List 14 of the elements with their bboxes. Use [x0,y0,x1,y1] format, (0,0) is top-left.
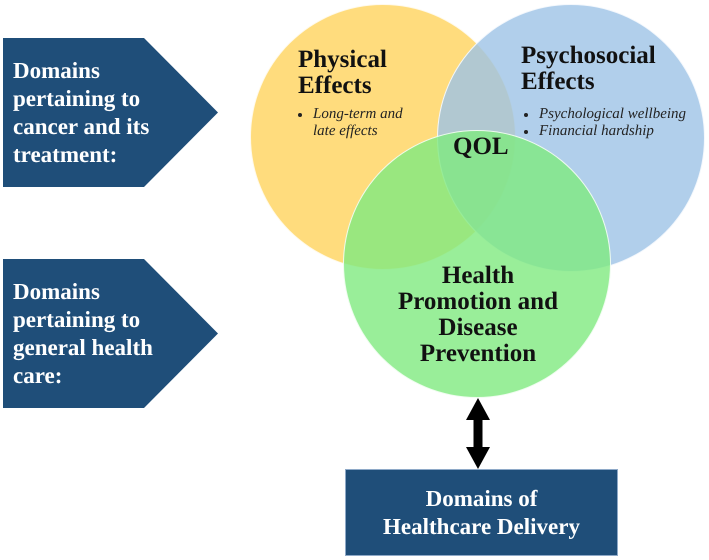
double-arrow [466,398,490,469]
overlap-label: QOL [453,134,509,160]
banner-text: Domains pertaining to cancer and its treatment: [13,56,150,168]
bullet-text: Psychological wellbeing [539,106,686,123]
pentagon-banner [3,259,218,408]
circle-heading: Physical Effects [298,47,388,99]
banner-text: Domains pertaining to general health care: [13,278,154,390]
circle-heading: Health Promotion and Disease Prevention [397,263,559,367]
circle-heading: Psychosocial Effects [521,43,657,95]
bullet-text: Long-term and late effects [313,106,404,140]
pentagon-banner [3,38,218,187]
label-box [345,469,618,556]
bullet-text: Financial hardship [539,123,654,140]
box-text: Domains of Healthcare Delivery [382,484,581,540]
